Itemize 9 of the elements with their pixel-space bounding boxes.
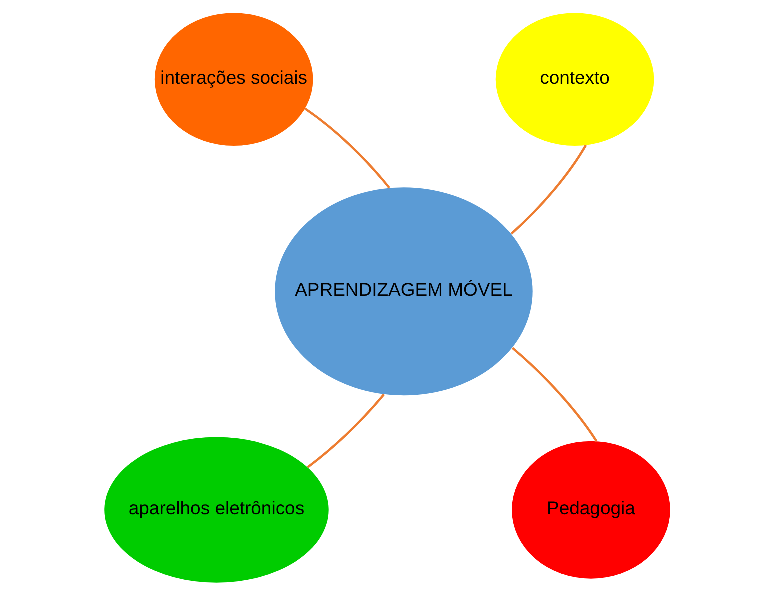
node-ellipse: aparelhos eletrônicos <box>104 437 328 583</box>
connector <box>511 347 598 442</box>
node-ellipse: APRENDIZAGEM MÓVEL <box>274 188 532 396</box>
connector <box>304 108 390 189</box>
connector <box>306 394 385 468</box>
node-ellipse: Pedagogia <box>512 441 670 579</box>
node-ellipse: interações sociais <box>154 13 313 146</box>
node-ellipse: contexto <box>495 13 654 146</box>
connector <box>510 144 587 235</box>
